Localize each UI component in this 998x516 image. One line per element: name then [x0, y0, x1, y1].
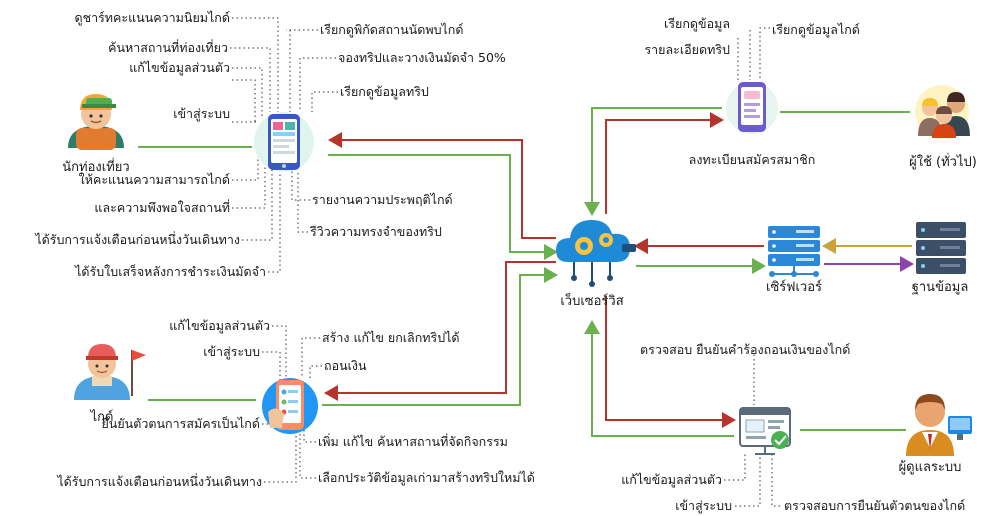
- tourist-feature-label: ค้นหาสถานที่ท่องเที่ยว: [108, 40, 228, 55]
- database-label: ฐานข้อมูล: [911, 280, 969, 295]
- tourist-feature-label: แก้ไขข้อมูลส่วนตัว: [129, 60, 230, 75]
- admin-monitor-icon: [739, 407, 791, 455]
- webservice-label: เว็บเซอร์วิส: [560, 294, 624, 309]
- public-feature-label: เรียกดูข้อมูล: [664, 16, 730, 31]
- guide-feature-label: เลือกประวัติข้อมูลเก่ามาสร้างทริปใหม่ได้: [318, 470, 535, 485]
- guide-icon: [74, 344, 146, 400]
- admin-person-icon: [906, 394, 972, 456]
- tourist-feature-label: รายงานความประพฤติไกด์: [312, 192, 453, 207]
- tourist-feature-label: ให้คะแนนความสามารถไกด์: [78, 172, 230, 187]
- guide-feature-label: ได้รับการแจ้งเตือนก่อนหนึ่งวันเดินทาง: [57, 474, 262, 489]
- guide-feature-label: แก้ไขข้อมูลส่วนตัว: [169, 318, 270, 333]
- public-feature-label: เรียกดูข้อมูลไกด์: [772, 22, 860, 37]
- guide-phone-icon: [262, 378, 318, 434]
- tourist-feature-label: จองทริปและวางเงินมัดจำ 50%: [338, 50, 506, 65]
- tourist-feature-label: ได้รับการแจ้งเตือนก่อนหนึ่งวันเดินทาง: [35, 232, 240, 247]
- guide-feature-label: เพิ่ม แก้ไข ค้นหาสถานที่จัดกิจกรรม: [318, 434, 508, 449]
- admin-feature-label: เข้าสู่ระบบ: [675, 498, 732, 513]
- guide-feature-label: ถอนเงิน: [324, 358, 367, 373]
- public-admin-leaders: [724, 27, 780, 507]
- guide-feature-label: สร้าง แก้ไข ยกเลิกทริปได้: [322, 330, 460, 345]
- tourist-feature-label: และความพึงพอใจสถานที่: [94, 200, 230, 215]
- admin-feature-label: ตรวจสอบการยืนยันตัวตนของไกด์: [784, 498, 966, 513]
- tourist-feature-label: เรียกดูพิกัดสถานนัดพบไกด์: [320, 22, 464, 37]
- server-label: เซิร์ฟเวอร์: [766, 280, 822, 295]
- guide-feature-label: เข้าสู่ระบบ: [203, 344, 260, 359]
- general-user-label: ผู้ใช้ (ทั่วไป): [909, 155, 977, 170]
- admin-feature-label: แก้ไขข้อมูลส่วนตัว: [621, 472, 722, 487]
- public-feature-label: ลงทะเบียนสมัครสมาชิก: [688, 152, 816, 167]
- cloud-gear-icon: [556, 220, 636, 287]
- tourist-icon: [68, 94, 124, 150]
- tourist-feature-label: ดูชาร์ทคะแนนความนิยมไกด์: [74, 10, 230, 25]
- users-group-icon: [915, 85, 970, 139]
- guide-label: ไกด์: [90, 410, 114, 425]
- tourist-feature-label: รีวิวความทรงจำของทริป: [310, 224, 442, 239]
- arrows: [138, 107, 914, 437]
- tourist-leaders: [230, 17, 338, 273]
- guide-feature-label: ยืนยันตัวตนการสมัครเป็นไกด์: [101, 416, 260, 431]
- admin-label: ผู้ดูแลระบบ: [898, 460, 962, 475]
- tourist-label: นักท่องเที่ยว: [62, 160, 130, 175]
- server-icon: [768, 226, 820, 277]
- public-feature-label: รายละเอียดทริป: [644, 42, 730, 57]
- admin-feature-label: ตรวจสอบ ยืนยันคำร้องถอนเงินของไกด์: [640, 342, 851, 357]
- tourist-phone-icon: [254, 112, 314, 172]
- public-phone-icon: [726, 82, 778, 134]
- tourist-feature-label: ได้รับใบเสร็จหลังการชำระเงินมัดจำ: [75, 264, 266, 279]
- tourist-feature-label: เข้าสู่ระบบ: [173, 106, 230, 121]
- database-icon: [916, 222, 966, 274]
- tourist-feature-label: เรียกดูข้อมูลทริป: [340, 84, 429, 99]
